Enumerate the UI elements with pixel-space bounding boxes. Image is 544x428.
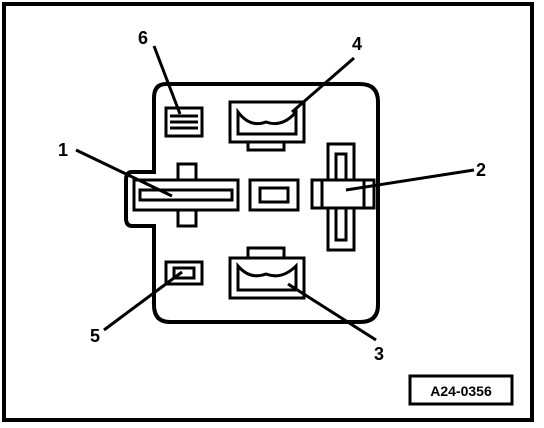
terminal-4	[228, 100, 306, 152]
center-terminal	[248, 178, 300, 212]
terminal-6	[164, 106, 204, 138]
terminal-1	[132, 162, 240, 228]
terminal-2	[310, 142, 376, 252]
callout-5: 5	[90, 326, 100, 346]
callout-6: 6	[138, 28, 148, 48]
leader-line-6	[152, 45, 182, 115]
leader-line-2	[345, 168, 475, 192]
callout-3: 3	[374, 344, 384, 364]
leader-line-1	[75, 148, 173, 198]
callout-1: 1	[58, 140, 68, 160]
leader-line-4	[291, 56, 355, 114]
reference-box: A24-0356	[408, 374, 514, 406]
callout-4: 4	[352, 34, 362, 54]
leader-line-5	[103, 270, 183, 332]
callout-2: 2	[476, 160, 486, 180]
terminal-3	[228, 246, 306, 300]
reference-code: A24-0356	[430, 383, 492, 399]
leader-line-3	[287, 282, 377, 342]
